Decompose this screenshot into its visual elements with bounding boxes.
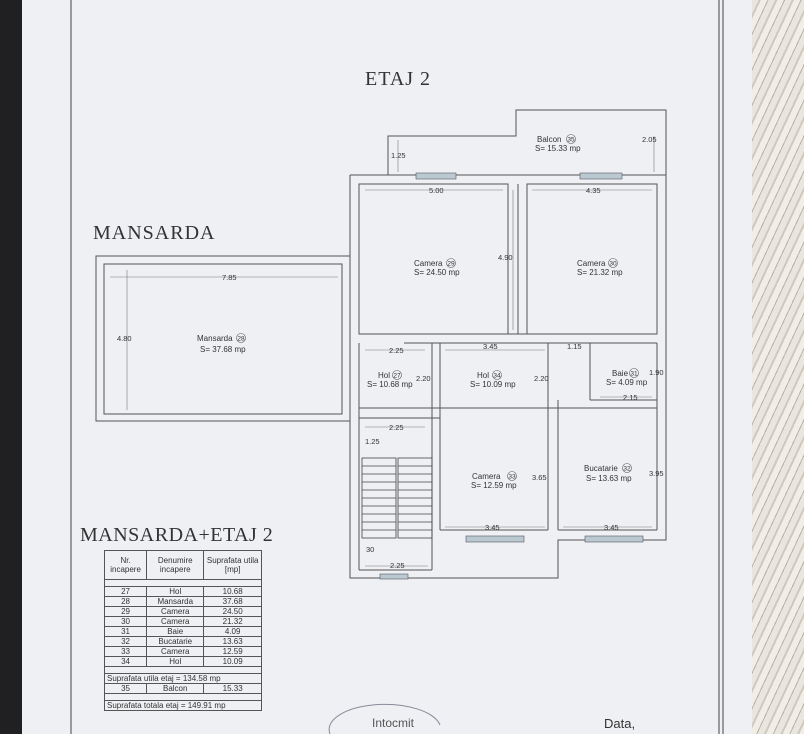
hol27-number: 27 [393, 373, 401, 380]
walls [95, 109, 667, 579]
spacer-row [104, 693, 262, 701]
table-heading: MANSARDA+ETAJ 2 [80, 524, 274, 546]
dim-corridor: 1.15 [567, 342, 582, 351]
bucatarie-area: S= 13.63 mp [586, 474, 632, 483]
baie-number: 31 [630, 371, 638, 378]
area-table: Nr. incapere Denumire incapere Suprafata… [103, 550, 262, 711]
dim-hol34-height: 2.20 [534, 374, 549, 383]
hol34-number: 34 [493, 373, 501, 380]
dim-balcon-height: 1.25 [391, 151, 406, 160]
dim-hol27-height: 2.20 [416, 374, 431, 383]
camera33-name: Camera [472, 472, 501, 481]
mansarda-name: Mansarda [197, 334, 233, 343]
dim-camera29-width: 5.00 [429, 186, 444, 195]
dim-baie-width: 2.15 [623, 393, 638, 402]
marble-surface [752, 0, 804, 734]
baie-area: S= 4.09 mp [606, 378, 648, 387]
dim-stair-offset: 1.25 [365, 437, 380, 446]
dim-hol34-width: 3.45 [483, 342, 498, 351]
balcon-area: S= 15.33 mp [535, 144, 581, 153]
staircase [361, 457, 433, 539]
camera29-area: S= 24.50 mp [414, 268, 460, 277]
dim-bucatarie-height: 3.95 [649, 469, 664, 478]
date-label: Data, [604, 716, 636, 731]
mansarda-number: 28 [237, 336, 245, 343]
dim-camera33-width: 3.45 [485, 523, 500, 532]
header-denumire: Denumire incapere [146, 550, 205, 580]
camera33-number: 33 [508, 474, 516, 481]
camera33-area: S= 12.59 mp [471, 481, 517, 490]
dim-camera30-width: 4.35 [586, 186, 601, 195]
camera30-number: 30 [609, 261, 617, 268]
header-suprafata: Suprafata utila [mp] [203, 550, 262, 580]
stamp-outline [328, 703, 441, 734]
dim-camera33-height: 3.65 [532, 473, 547, 482]
dimension-lines [110, 136, 655, 567]
dim-mansarda-width: 7.85 [222, 273, 237, 282]
balcon-name: Balcon [537, 135, 561, 144]
mansarda-area: S= 37.68 mp [200, 345, 246, 354]
hol34-area: S= 10.09 mp [470, 380, 516, 389]
camera29-name: Camera [414, 259, 443, 268]
dim-stair-width: 2.25 [389, 423, 404, 432]
room-labels: Balcon S= 15.33 mp Camera S= 24.50 mp Ca… [197, 135, 648, 490]
mansarda-heading: MANSARDA [93, 222, 216, 244]
dim-baie-height: 1.90 [649, 368, 664, 377]
sum-totala-row: Suprafata totala etaj = 149.91 mp [104, 700, 262, 711]
dim-bucatarie-width: 3.45 [604, 523, 619, 532]
hol27-name: Hol [378, 371, 390, 380]
dim-stair-landing: 2.25 [390, 561, 405, 570]
dark-background-left [0, 0, 22, 734]
sheet-title: ETAJ 2 [365, 68, 432, 90]
hol27-area: S= 10.68 mp [367, 380, 413, 389]
dim-room-height: 4.90 [498, 253, 513, 262]
windows [379, 172, 644, 580]
camera30-area: S= 21.32 mp [577, 268, 623, 277]
bucatarie-name: Bucatarie [584, 464, 618, 473]
header-nr: Nr. incapere [103, 550, 148, 580]
table-header-row: Nr. incapere Denumire incapere Suprafata… [103, 550, 262, 580]
spacer-row [104, 666, 262, 674]
spacer-row [104, 579, 262, 587]
camera29-number: 29 [447, 261, 455, 268]
bucatarie-number: 32 [623, 466, 631, 473]
dim-hol27-width: 2.25 [389, 346, 404, 355]
baie-name: Baie [612, 369, 629, 378]
room-number-badges: 35 29 30 28 27 34 31 33 32 [236, 134, 639, 481]
balcon-number: 35 [567, 137, 575, 144]
camera30-name: Camera [577, 259, 606, 268]
dim-balcon-right: 2.05 [642, 135, 657, 144]
sum-utila-row: Suprafata utila etaj = 134.58 mp [104, 673, 262, 684]
dim-stair-bottom: 30 [366, 545, 374, 554]
dim-mansarda-height: 4.80 [117, 334, 132, 343]
stamp-text: Intocmit [372, 716, 415, 730]
hol34-name: Hol [477, 371, 489, 380]
dimension-labels: 1.25 2.05 5.00 4.35 4.90 7.85 4.80 2.25 … [117, 135, 664, 570]
